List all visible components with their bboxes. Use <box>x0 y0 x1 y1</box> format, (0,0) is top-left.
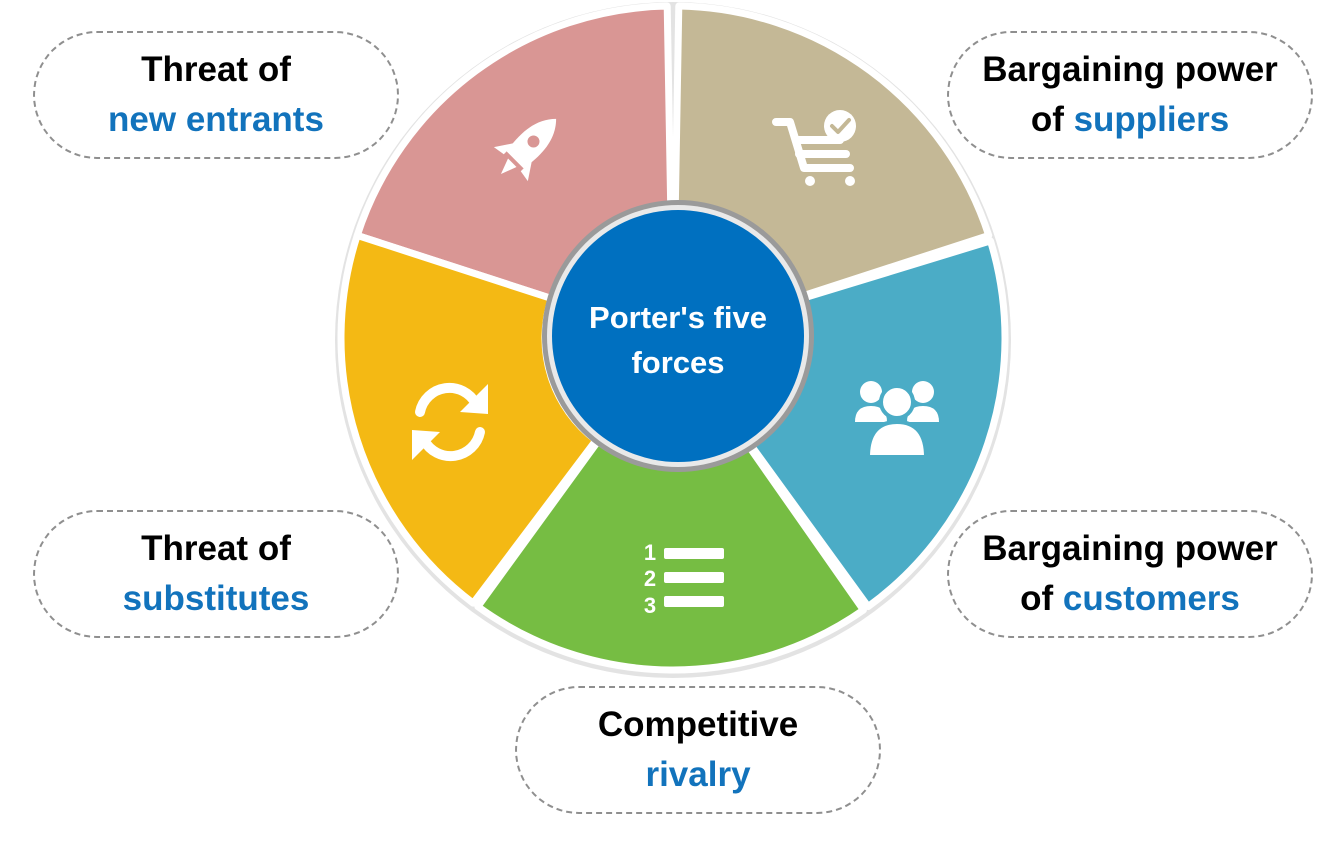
label-substitutes-line2: substitutes <box>122 579 310 618</box>
svg-text:1: 1 <box>644 540 656 565</box>
label-new-entrants: Threat of new entrants <box>33 31 399 159</box>
label-suppliers-keyword: suppliers <box>1073 100 1230 139</box>
label-new-entrants-line2: new entrants <box>108 100 324 139</box>
label-customers-prefix: of <box>1020 579 1063 618</box>
label-suppliers-line1: Bargaining power <box>982 50 1278 89</box>
label-new-entrants-line1: Threat of <box>141 50 291 89</box>
svg-text:2: 2 <box>644 566 656 591</box>
label-substitutes: Threat of substitutes <box>33 510 399 638</box>
center-title: Porter's five forces <box>548 295 808 385</box>
label-rivalry-line1: Competitive <box>597 705 799 744</box>
wheel-segments <box>337 2 1009 674</box>
label-customers-keyword: customers <box>1062 579 1240 618</box>
label-rivalry: Competitive rivalry <box>515 686 881 814</box>
label-customers-line1: Bargaining power <box>982 529 1278 568</box>
center-circle <box>552 210 804 462</box>
label-customers-line2: of customers <box>1020 574 1240 624</box>
users-group-icon <box>855 381 939 459</box>
label-suppliers-prefix: of <box>1030 100 1074 139</box>
label-suppliers: Bargaining power of suppliers <box>947 31 1313 159</box>
label-suppliers-line2: of suppliers <box>1031 95 1229 145</box>
numbered-list-icon: 1 2 3 <box>644 540 724 618</box>
shopping-cart-check-icon <box>772 110 856 186</box>
center-title-line1: Porter's five <box>589 300 767 335</box>
refresh-icon <box>412 382 488 462</box>
center-title-line2: forces <box>631 345 725 380</box>
label-rivalry-line2: rivalry <box>645 755 751 794</box>
label-substitutes-line1: Threat of <box>141 529 291 568</box>
svg-text:3: 3 <box>644 593 656 618</box>
rocket-icon <box>493 118 557 182</box>
label-customers: Bargaining power of customers <box>947 510 1313 638</box>
